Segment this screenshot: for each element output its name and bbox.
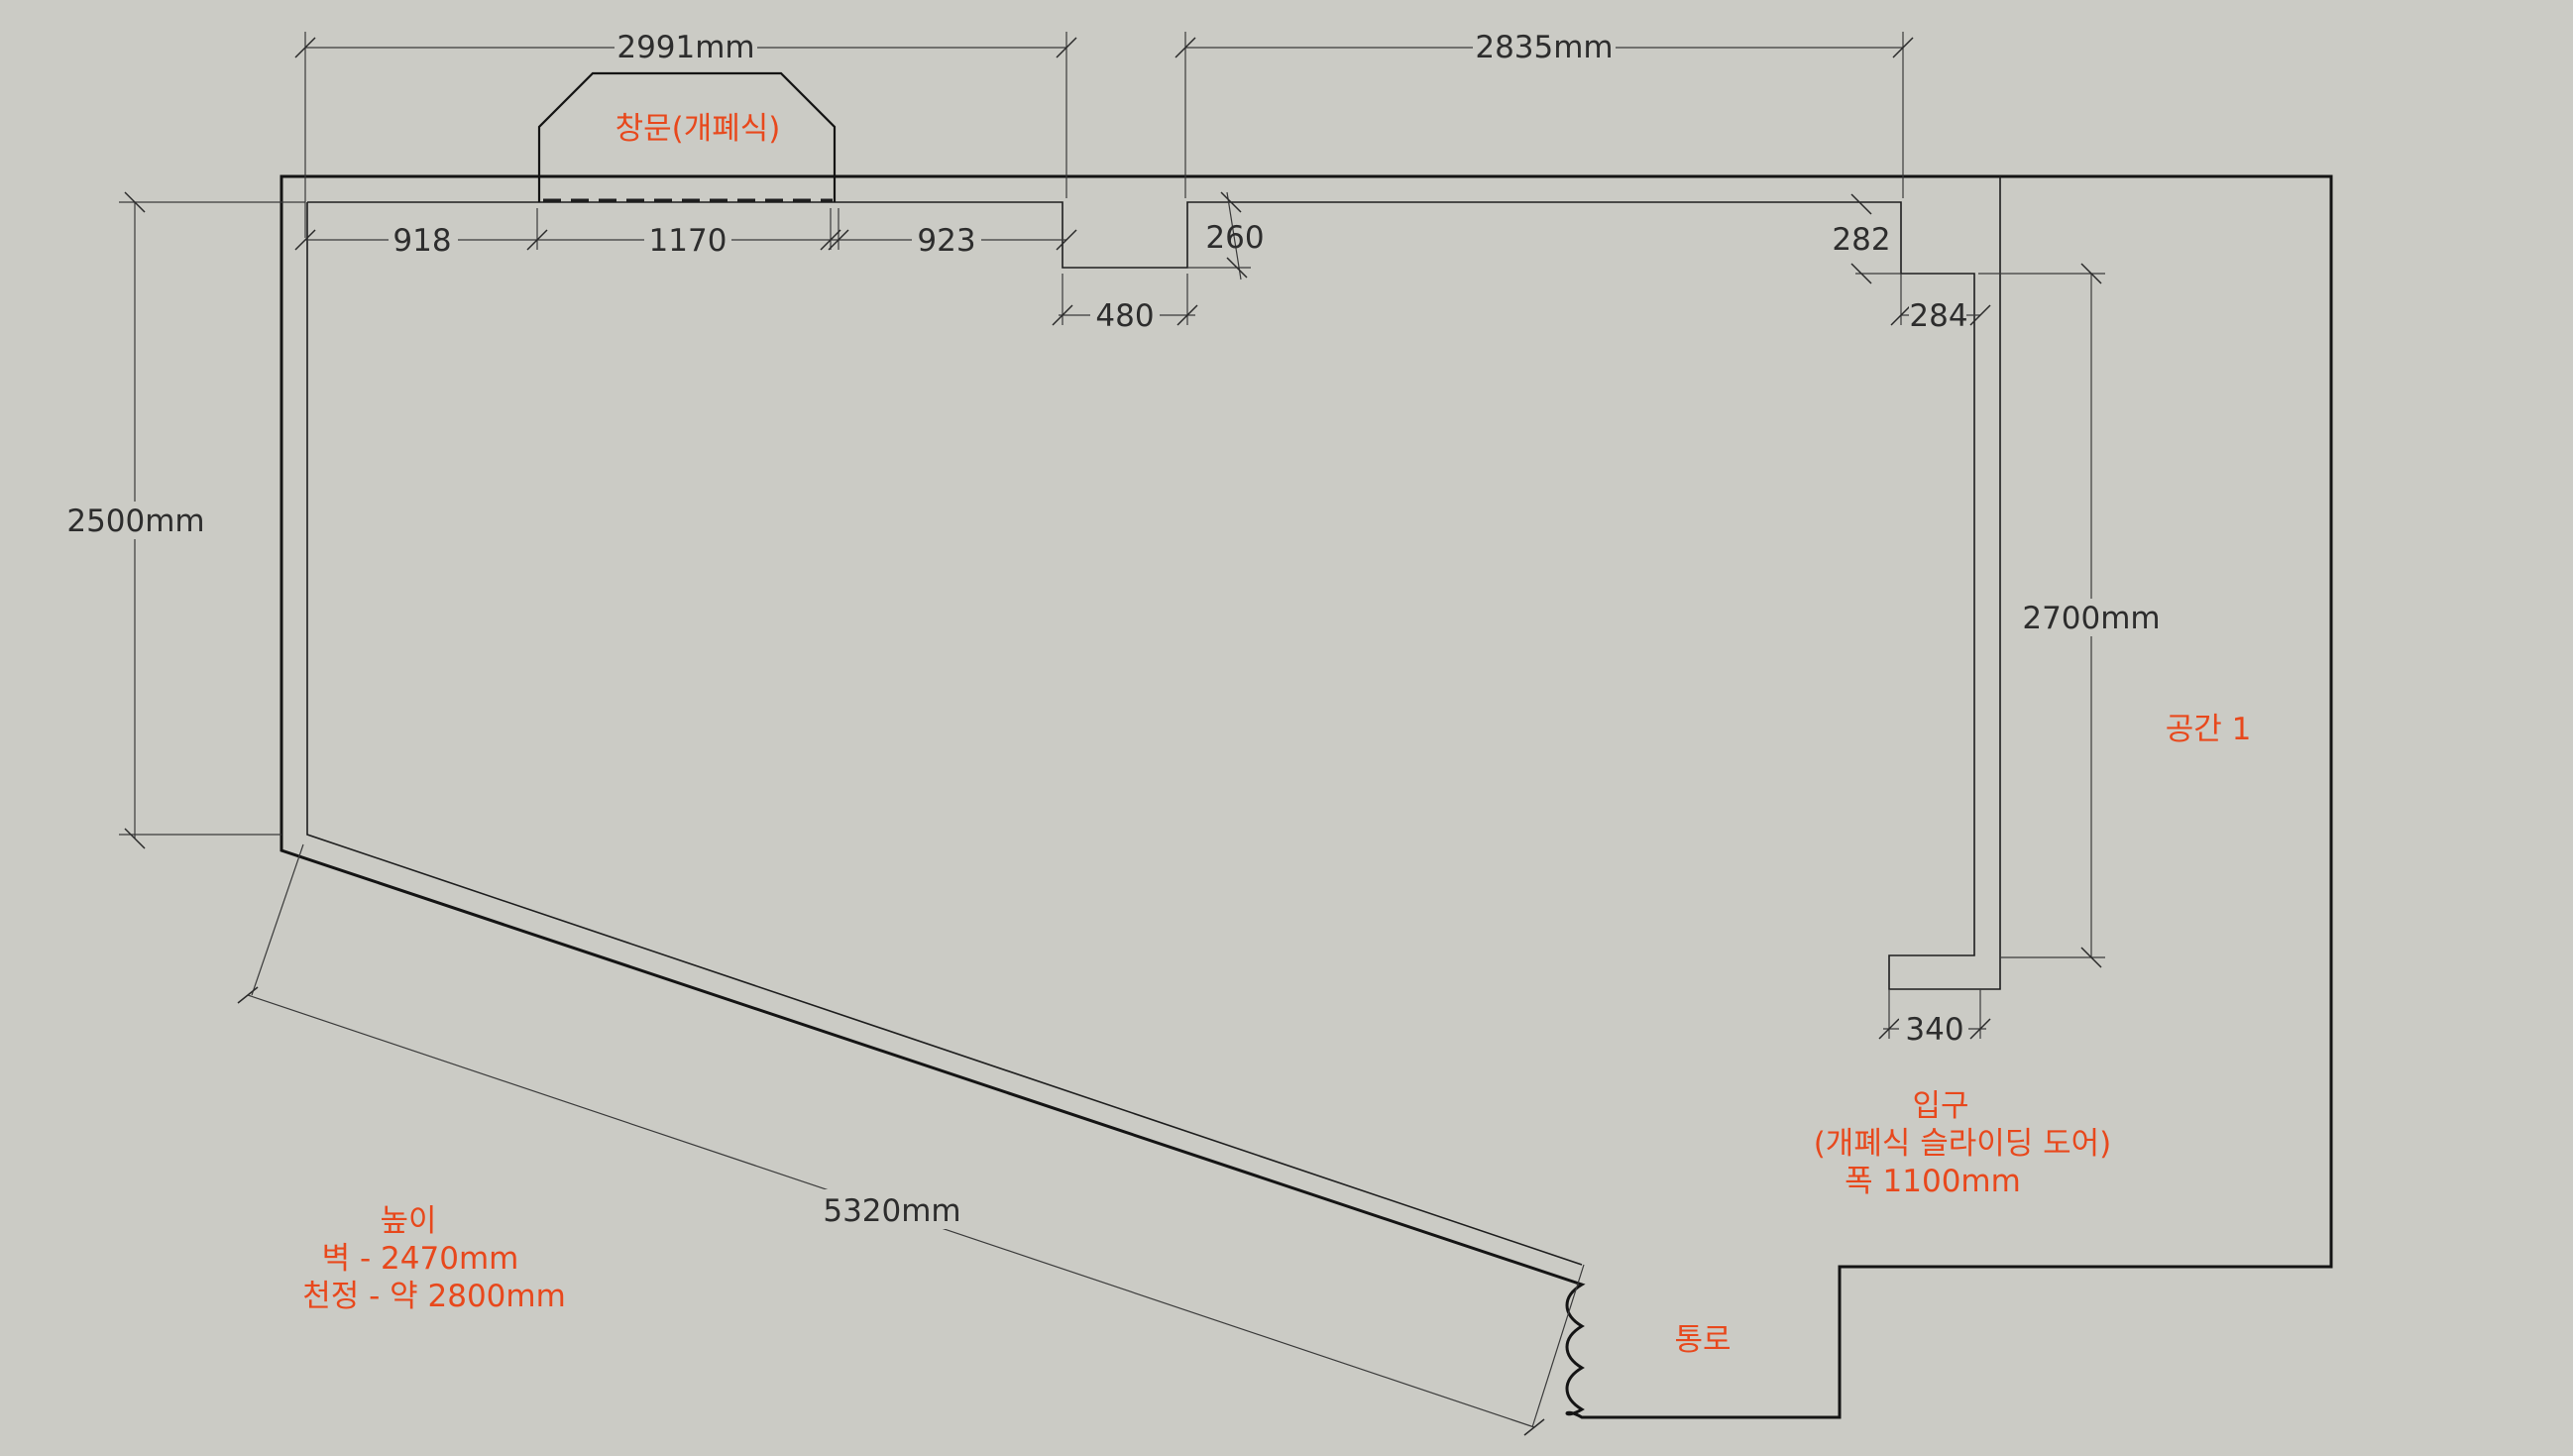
space1-label: 공간 1 <box>2166 712 2252 747</box>
dim-seg-284: 284 <box>1909 298 1967 334</box>
annotations: 창문(개폐식) 공간 1 입구 (개폐식 슬라이딩 도어) 폭 1100mm 높… <box>302 111 2251 1358</box>
wall-height: 벽 - 2470mm <box>322 1241 519 1277</box>
dim-right-height: 2700mm <box>2022 601 2160 636</box>
dim-seg-260: 260 <box>1205 220 1264 256</box>
dimension-labels: 2991mm 2835mm 918 1170 923 480 260 282 2… <box>66 28 2161 1229</box>
corridor-label: 통로 <box>1674 1322 1731 1358</box>
dim-seg-340: 340 <box>1905 1012 1963 1048</box>
dim-top-right-span: 2835mm <box>1475 30 1613 65</box>
dim-seg-480: 480 <box>1095 298 1154 334</box>
outer-wall <box>280 174 2333 1419</box>
dim-seg-1170: 1170 <box>649 223 727 259</box>
ceiling-height: 천정 - 약 2800mm <box>302 1279 566 1314</box>
inner-wall <box>306 202 1583 1266</box>
height-title: 높이 <box>380 1203 436 1239</box>
dim-seg-282: 282 <box>1832 222 1890 258</box>
entrance-title: 입구 <box>1912 1088 1968 1124</box>
window-label: 창문(개폐식) <box>615 111 781 147</box>
entrance-type: (개폐식 슬라이딩 도어) <box>1814 1126 2112 1162</box>
entrance-width: 폭 1100mm <box>1845 1164 2021 1199</box>
dim-top-left-span: 2991mm <box>616 30 754 65</box>
dim-seg-923: 923 <box>917 223 975 259</box>
dim-seg-918: 918 <box>392 223 451 259</box>
window-bay <box>537 71 837 202</box>
dim-left-height: 2500mm <box>66 504 204 539</box>
walls <box>280 71 2333 1419</box>
dim-diagonal-length: 5320mm <box>823 1193 960 1229</box>
